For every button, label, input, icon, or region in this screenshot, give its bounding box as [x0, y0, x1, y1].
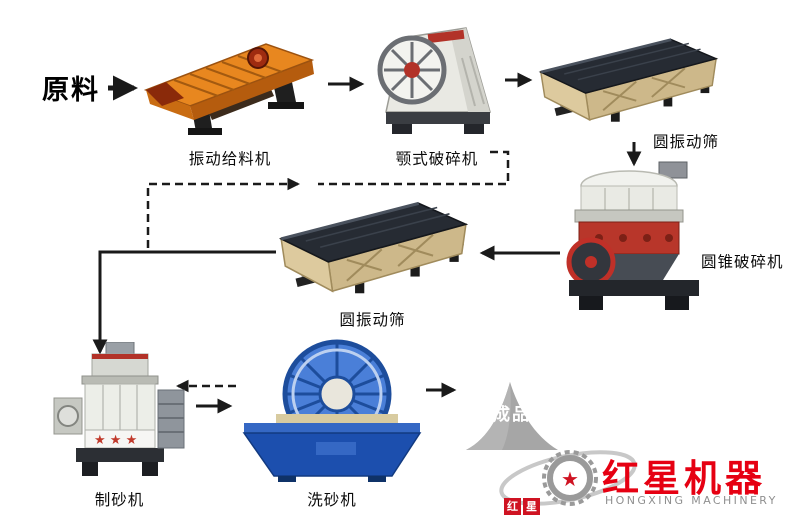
sand-washer-illustration	[242, 339, 422, 482]
logo-brand-text: 红星机器	[602, 457, 766, 500]
vibrating-screen-1-image	[535, 32, 720, 141]
logo-seal-xing: 星	[523, 498, 540, 515]
jaw-crusher-label: 颚式破碎机	[395, 150, 479, 168]
sand-maker-image: ★ ★ ★	[52, 341, 187, 488]
jaw-crusher-illustration	[377, 27, 491, 134]
gear-icon	[547, 455, 593, 501]
cone-crusher-label: 圆锥破碎机	[701, 253, 784, 271]
sand-maker-label: 制砂机	[94, 491, 145, 509]
vibrating-feeder-illustration	[143, 43, 315, 135]
logo-gear-emblem: ★	[499, 450, 637, 506]
vibrating-screen-2-image	[275, 195, 470, 314]
product-pile-illustration	[466, 382, 558, 450]
logo-subtitle-text: HONGXING MACHINERY	[605, 494, 778, 507]
finished-product-pile	[464, 376, 560, 456]
company-logo: ★ 红 星 红星机器 HONGXING MACHINERY	[498, 442, 796, 528]
cone-crusher-image	[565, 158, 705, 327]
raw-material-label: 原料	[42, 75, 100, 106]
finished-product-label: 成品	[493, 405, 531, 425]
logo-seal-hong: 红	[504, 498, 521, 515]
vibrating-feeder-label: 振动给料机	[188, 150, 272, 168]
star-icon: ★	[561, 467, 579, 491]
sand-washer-label: 洗砂机	[307, 491, 357, 509]
motor-pulley	[57, 405, 79, 427]
cone-crusher-illustration	[566, 161, 699, 310]
vibrating-feeder-image	[140, 28, 320, 144]
jaw-crusher-image	[372, 22, 502, 146]
vibrating-screen-illustration	[538, 38, 719, 122]
sand-maker-illustration: ★ ★ ★	[53, 341, 185, 476]
vibrating-screen-illustration	[278, 201, 469, 294]
vibrating-screen-1-label: 圆振动筛	[652, 133, 719, 151]
arrow-screen2-to-sandmaker	[92, 250, 276, 355]
vibrating-screen-2-label: 圆振动筛	[339, 311, 406, 329]
star-decoration: ★ ★ ★	[94, 433, 137, 448]
sand-washer-image	[242, 338, 422, 487]
